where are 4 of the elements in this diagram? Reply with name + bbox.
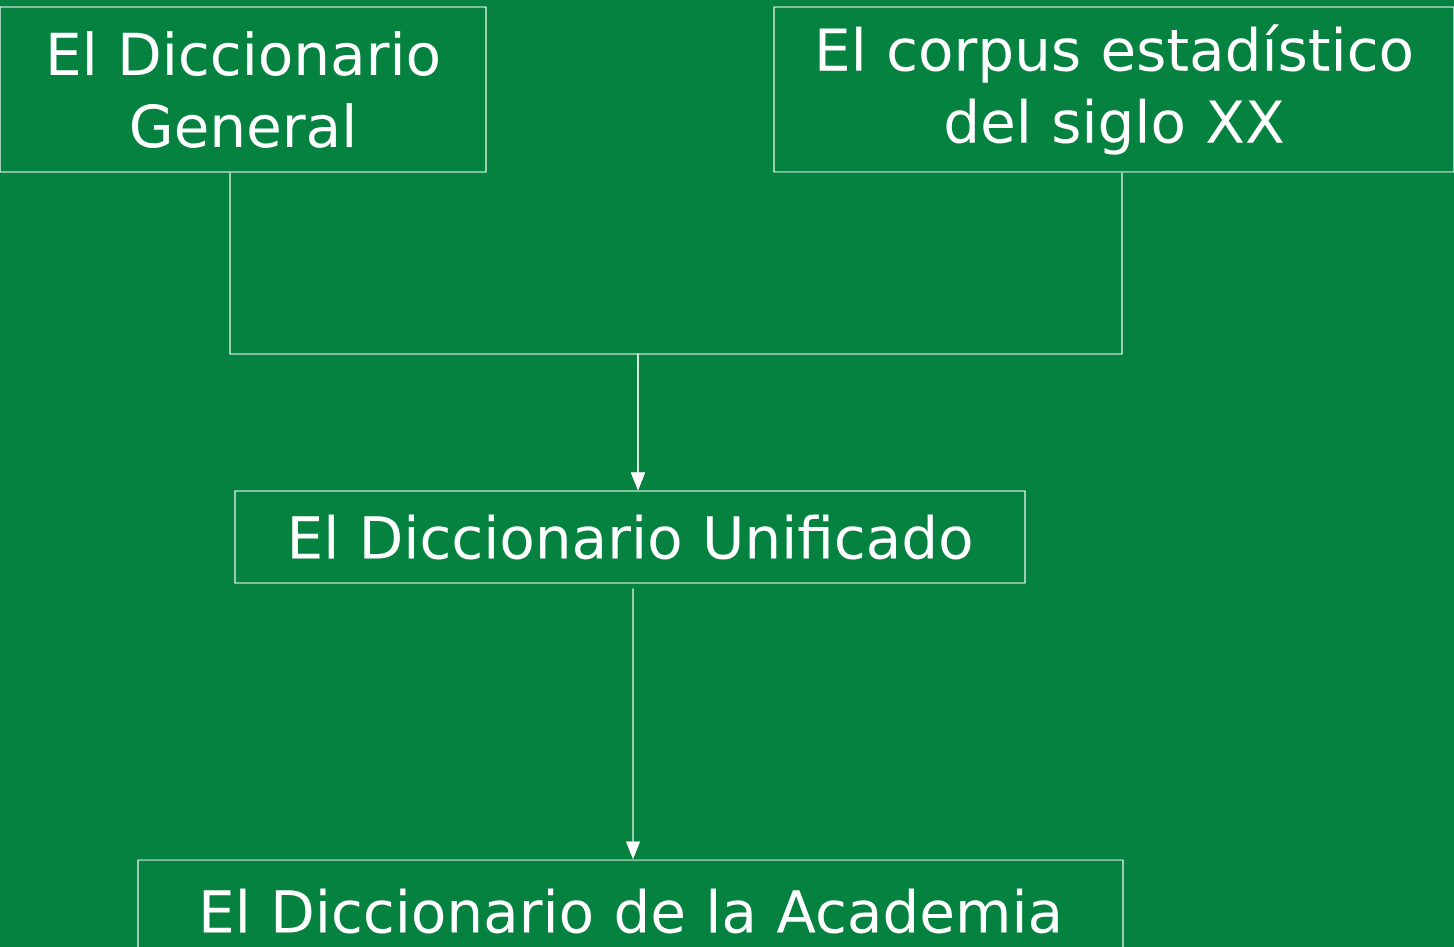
process-box: El Diccionario de la Academia (137, 859, 1124, 947)
process-box: El Diccionario Unificado (234, 490, 1026, 584)
process-box: El corpus estadístico del siglo XX (773, 6, 1454, 173)
process-box: El Diccionario General (0, 6, 487, 173)
